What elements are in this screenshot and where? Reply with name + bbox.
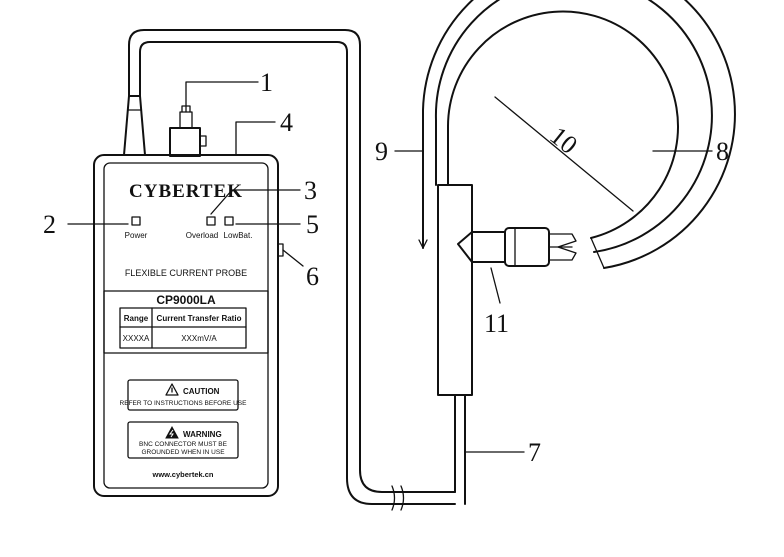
coil-handle [437,184,577,396]
table-value-ratio: XXXmV/A [181,334,217,343]
caution-text: REFER TO INSTRUCTIONS BEFORE USE [120,400,248,407]
callout-11: 11 [484,309,509,338]
caution-title: CAUTION [183,387,220,396]
model-number: CP9000LA [156,293,216,307]
callout-3: 3 [304,176,317,205]
table-header-range: Range [124,314,149,323]
power-led [131,216,141,226]
warning-text-line-2: GROUNDED WHEN IN USE [141,449,225,456]
product-name: FLEXIBLE CURRENT PROBE [125,268,247,278]
callout-6: 6 [306,262,319,291]
lowbat-led [224,216,234,226]
caution-box [127,379,239,411]
warning-icon [165,425,179,439]
overload-led [206,216,216,226]
lowbat-led-label: LowBat. [224,231,253,240]
table-value-range: XXXXA [123,334,150,343]
overload-led-label: Overload [186,231,218,240]
spec-panel [103,290,269,354]
connecting-cable [123,29,456,511]
callout-8: 8 [716,137,729,166]
callout-5: 5 [306,210,319,239]
callout-7: 7 [528,438,541,467]
brand-logo: CYBERTEK [129,181,243,202]
callout-4: 4 [280,108,293,137]
output-cable [454,394,466,505]
bnc-connector [169,105,207,157]
warning-box [127,421,239,459]
callout-2: 2 [43,210,56,239]
callout-1: 1 [260,68,273,97]
table-header-ratio: Current Transfer Ratio [157,314,242,323]
website-label: www.cybertek.cn [152,470,214,479]
warning-title: WARNING [183,430,222,439]
callout-9: 9 [375,137,388,166]
power-led-label: Power [125,231,148,240]
caution-icon [165,383,179,396]
warning-text-line-1: BNC CONNECTOR MUST BE [139,441,228,448]
callout-leaders [67,81,713,453]
callout-10: 10 [545,121,583,160]
flexible-coil [422,0,736,269]
